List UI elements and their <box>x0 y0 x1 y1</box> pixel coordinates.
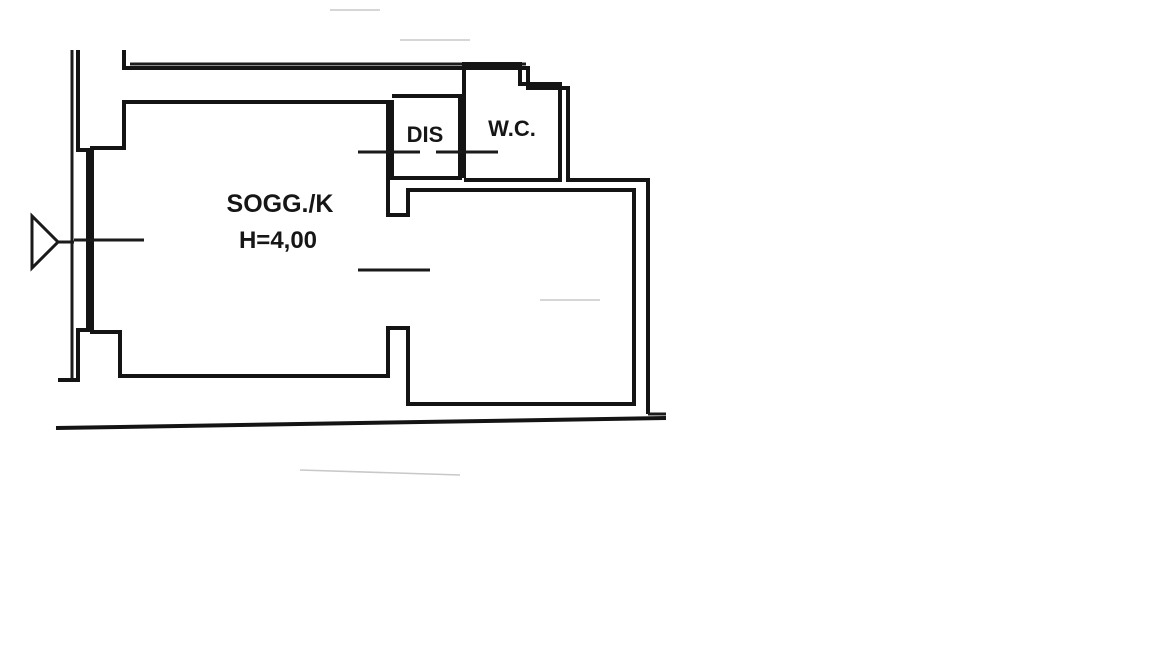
wc-room-wall <box>462 62 562 182</box>
top-wall <box>122 50 650 414</box>
entrance-arrow-icon <box>30 212 74 272</box>
bottom-wall <box>55 416 667 430</box>
left-outer-wall <box>58 50 90 382</box>
main-room-wall <box>90 100 636 406</box>
wc-room-name: W.C. <box>488 116 536 141</box>
dis-room-name: DIS <box>407 122 444 147</box>
main-room-name: SOGG./K <box>227 190 334 218</box>
scan-noise <box>299 9 600 476</box>
door-marks <box>74 150 498 272</box>
main-room-height: H=4,00 <box>239 227 317 254</box>
